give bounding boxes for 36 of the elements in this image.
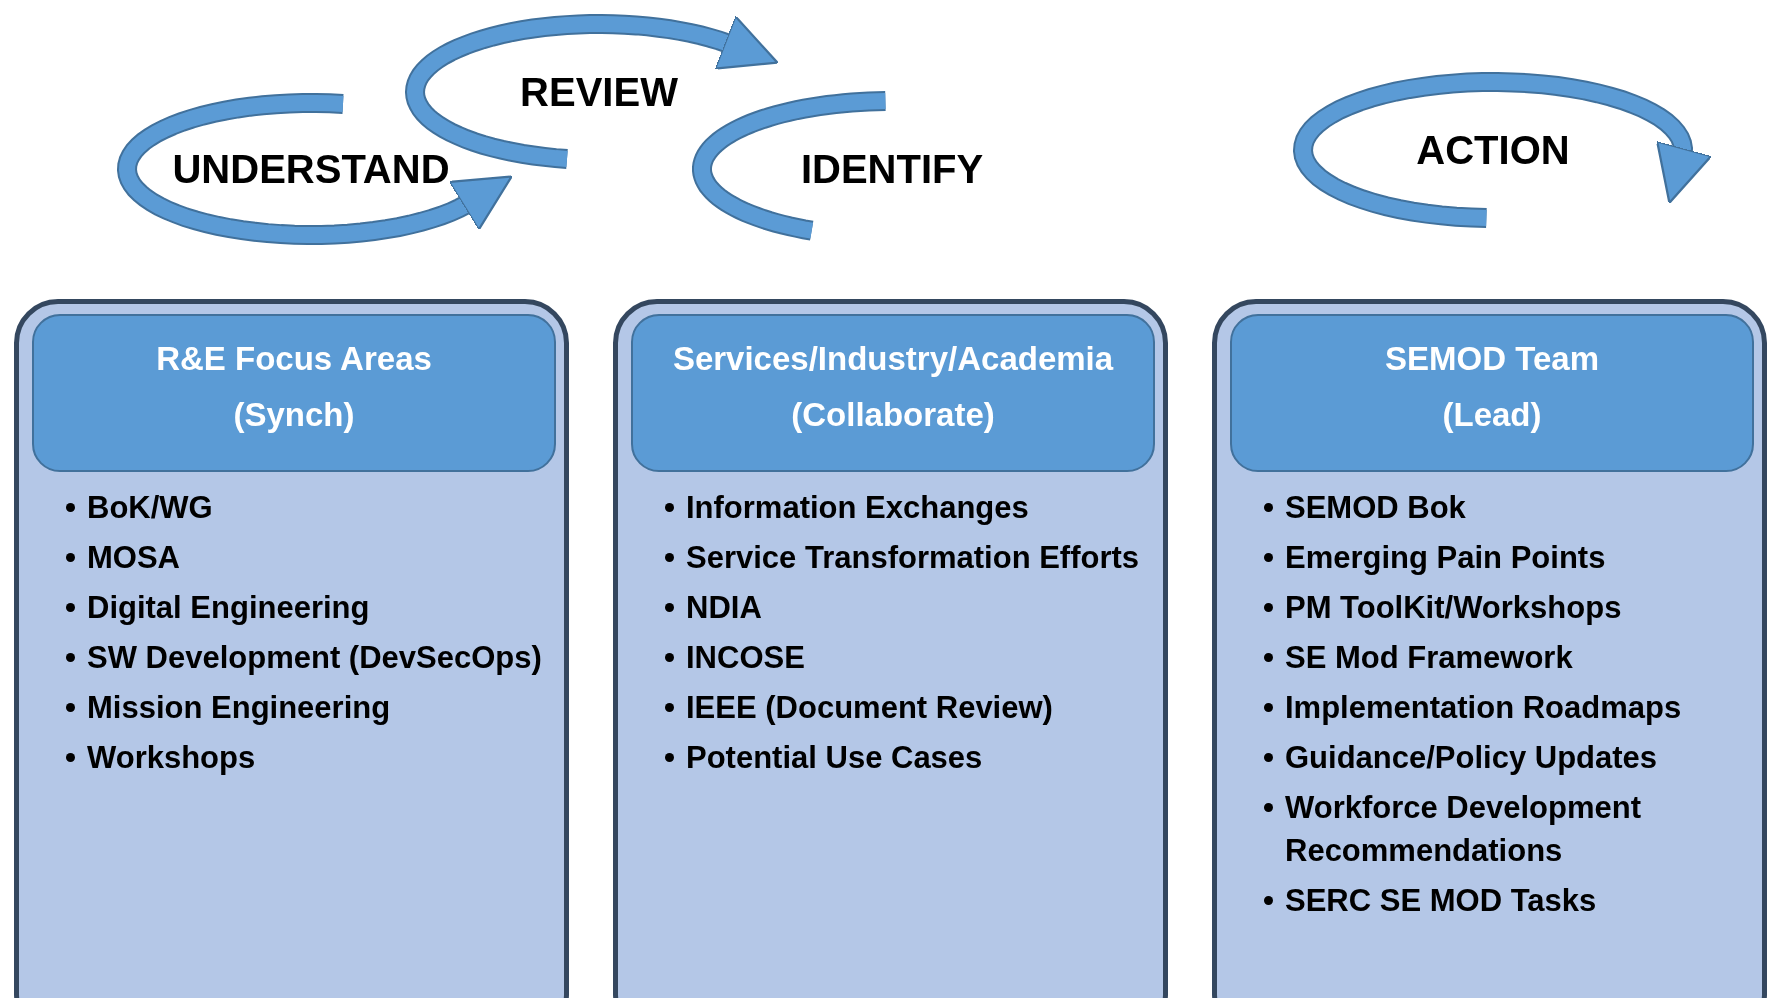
column-header [631,314,1155,472]
list-item: Digital Engineering [87,589,370,627]
list-item: IEEE (Document Review) [686,689,1053,727]
list-item: PM ToolKit/Workshops [1285,589,1622,627]
list-item: SERC SE MOD Tasks [1285,882,1597,920]
list-item: SEMOD Bok [1285,489,1466,527]
list-item: Guidance/Policy Updates [1285,739,1658,777]
list-item: Implementation Roadmaps [1285,689,1682,727]
list-item: Information Exchanges [686,489,1029,527]
stage-label: UNDERSTAND [172,146,450,192]
list-item: Workshops [87,739,256,777]
stage-label: ACTION [1416,127,1570,173]
list-item: Mission Engineering [87,689,391,727]
list-item: SE Mod Framework [1285,639,1573,677]
list-item: Workforce Development Recommendations [1285,789,1642,870]
column-panel [14,299,569,998]
column-panel [613,299,1168,998]
stage-label: IDENTIFY [800,146,984,192]
list-item: INCOSE [686,639,805,677]
header-title: SEMOD Team [1385,340,1599,378]
list-item: SW Development (DevSecOps) [87,639,542,677]
list-item: MOSA [87,539,180,577]
header-title: Services/Industry/Academia [672,340,1114,378]
list-item: BoK/WG [87,489,213,527]
stage-label: REVIEW [520,69,678,115]
list-item: Emerging Pain Points [1285,539,1606,577]
header-subtitle: (Synch) [233,396,355,434]
header-subtitle: (Lead) [1442,396,1542,434]
list-item: Potential Use Cases [686,739,983,777]
column-header [32,314,556,472]
header-title: R&E Focus Areas [156,340,432,378]
column-header [1230,314,1754,472]
header-subtitle: (Collaborate) [791,396,995,434]
column-panel [1212,299,1767,998]
list-item: NDIA [686,589,762,627]
list-item: Service Transformation Efforts [686,539,1140,577]
